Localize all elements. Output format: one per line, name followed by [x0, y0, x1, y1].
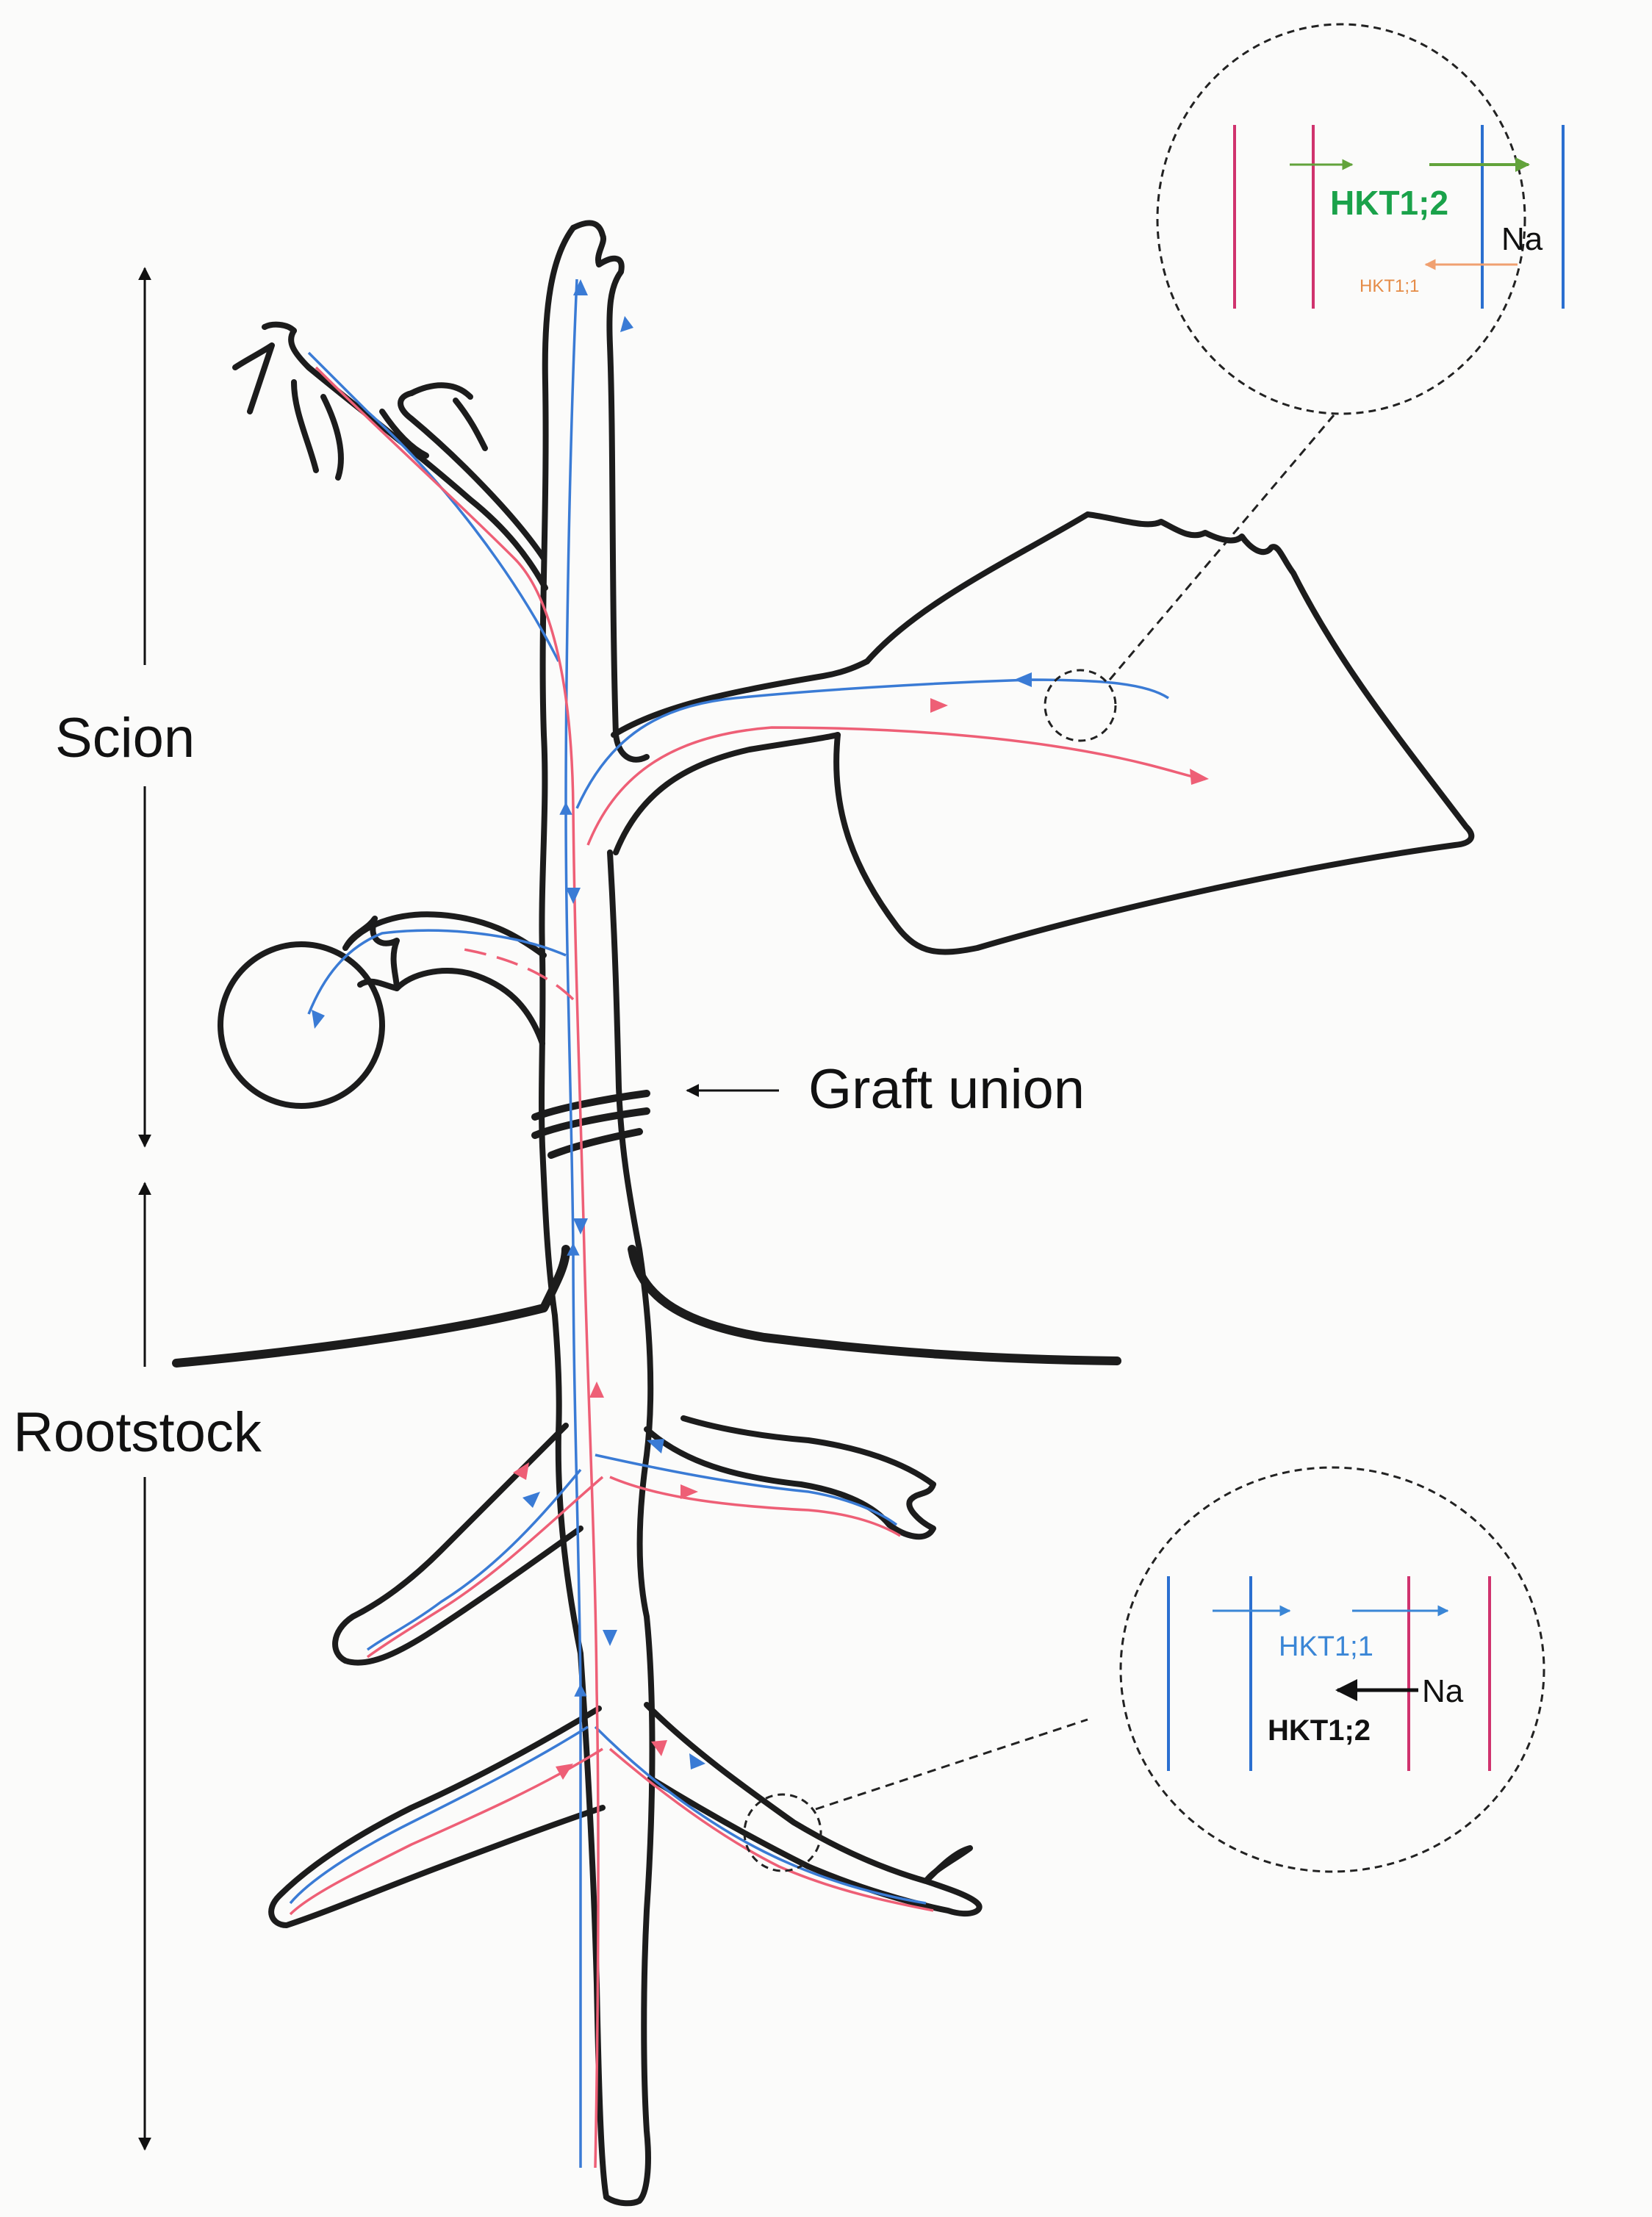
flow-arrowheads	[312, 279, 1209, 1780]
leaf-zoom-circle	[1044, 669, 1117, 742]
leaf-na-label: Na	[1501, 221, 1543, 257]
root-hkt11-label: HKT1;1	[1279, 1631, 1373, 1662]
root-hkt12-label: HKT1;2	[1268, 1714, 1371, 1747]
leaf-zoom-connector	[1108, 414, 1335, 680]
plant-outline	[172, 220, 1475, 2207]
root-na-label: Na	[1422, 1673, 1464, 1709]
root-inset-ellipse	[1119, 1466, 1545, 1873]
leaf-hkt11-label: HKT1;1	[1360, 276, 1419, 296]
scion-label: Scion	[55, 707, 195, 769]
root-inset: HKT1;1 Na HKT1;2	[743, 1466, 1545, 1873]
xylem-flow	[289, 279, 1169, 2169]
graft-union-label: Graft union	[808, 1058, 1085, 1121]
root-zoom-connector	[815, 1718, 1088, 1811]
leaf-inset-ellipse	[1156, 23, 1526, 415]
leaf-hkt12-label: HKT1;2	[1330, 184, 1448, 222]
leaf-inset: HKT1;2 Na HKT1;1	[1044, 23, 1565, 742]
root-zoom-circle	[743, 1793, 822, 1872]
rootstock-label: Rootstock	[13, 1401, 262, 1464]
phloem-flow	[289, 366, 1206, 2169]
